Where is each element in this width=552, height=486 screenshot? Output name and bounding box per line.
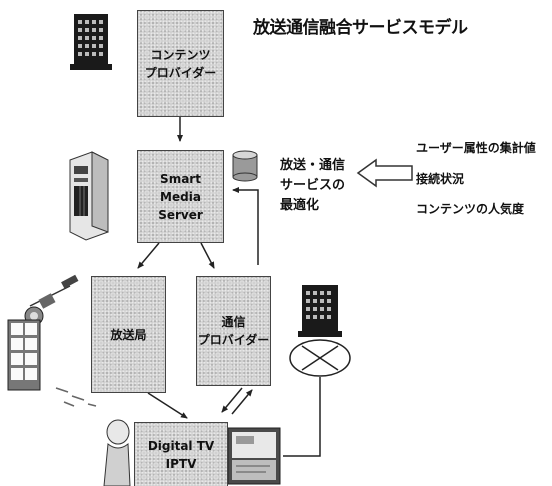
factor-content-popularity: コンテンツの人気度 bbox=[416, 200, 524, 217]
digital-tv-box: Digital TV IPTV bbox=[134, 422, 228, 486]
optimization-line3: 最適化 bbox=[280, 196, 360, 216]
server-tower-icon bbox=[70, 152, 108, 240]
broadcaster-box: 放送局 bbox=[91, 276, 166, 393]
smart-media-server-box: Smart Media Server bbox=[137, 150, 224, 243]
tv-screen-icon bbox=[228, 428, 280, 484]
satellite-icon bbox=[25, 275, 78, 325]
optimization-label: 放送・通信 サービスの 最適化 bbox=[280, 156, 360, 216]
optimization-line1: 放送・通信 bbox=[280, 156, 360, 176]
digital-tv-line1: Digital TV bbox=[148, 437, 214, 455]
broadcaster-line1: 放送局 bbox=[110, 326, 146, 344]
office-building-icon bbox=[70, 14, 112, 70]
database-icon bbox=[233, 151, 257, 181]
telecom-provider-box: 通信 プロバイダー bbox=[196, 276, 271, 386]
person-icon bbox=[104, 420, 130, 486]
factor-user-attributes: ユーザー属性の集計値 bbox=[416, 139, 536, 156]
network-switch-icon bbox=[290, 340, 350, 376]
digital-tv-line2: IPTV bbox=[148, 455, 214, 473]
solar-panel-icon bbox=[8, 320, 40, 390]
smart-media-server-line1: Smart Media bbox=[138, 170, 223, 206]
office-building-icon bbox=[298, 285, 342, 337]
smart-media-server-line2: Server bbox=[138, 206, 223, 224]
optimization-line2: サービスの bbox=[280, 176, 360, 196]
content-provider-box: コンテンツ プロバイダー bbox=[137, 10, 224, 117]
signal-dashes bbox=[56, 388, 96, 406]
content-provider-line2: プロバイダー bbox=[145, 64, 217, 82]
arrow-icon bbox=[358, 160, 412, 186]
content-provider-line1: コンテンツ bbox=[145, 46, 217, 64]
telecom-provider-line1: 通信 bbox=[198, 313, 270, 331]
telecom-provider-line2: プロバイダー bbox=[198, 331, 270, 349]
factor-connection-status: 接続状況 bbox=[416, 170, 464, 187]
